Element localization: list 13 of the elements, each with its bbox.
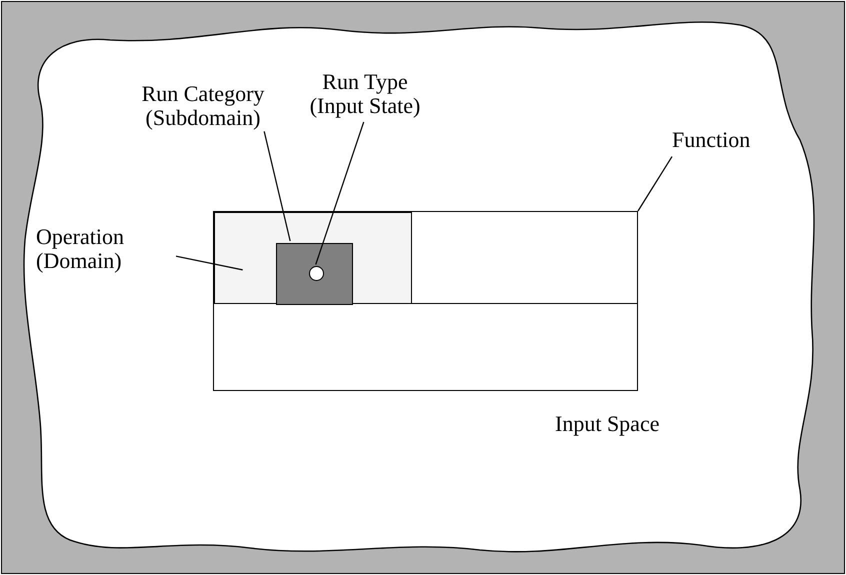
part-label: Run Type (Input State) [300,70,430,122]
leader-line [315,122,364,265]
part-label: Run Category (Subdomain) [118,82,288,134]
leader-line [176,256,243,270]
leader-line [638,156,672,212]
region-label: Input Space [555,412,660,436]
shaded-rectangle [214,212,412,304]
circle-marker [309,266,324,281]
dark-square [276,243,353,305]
rectangle [213,211,638,391]
part-label: Function [672,128,776,154]
part-label: Operation (Domain) [36,225,176,277]
leader-line [264,131,291,242]
